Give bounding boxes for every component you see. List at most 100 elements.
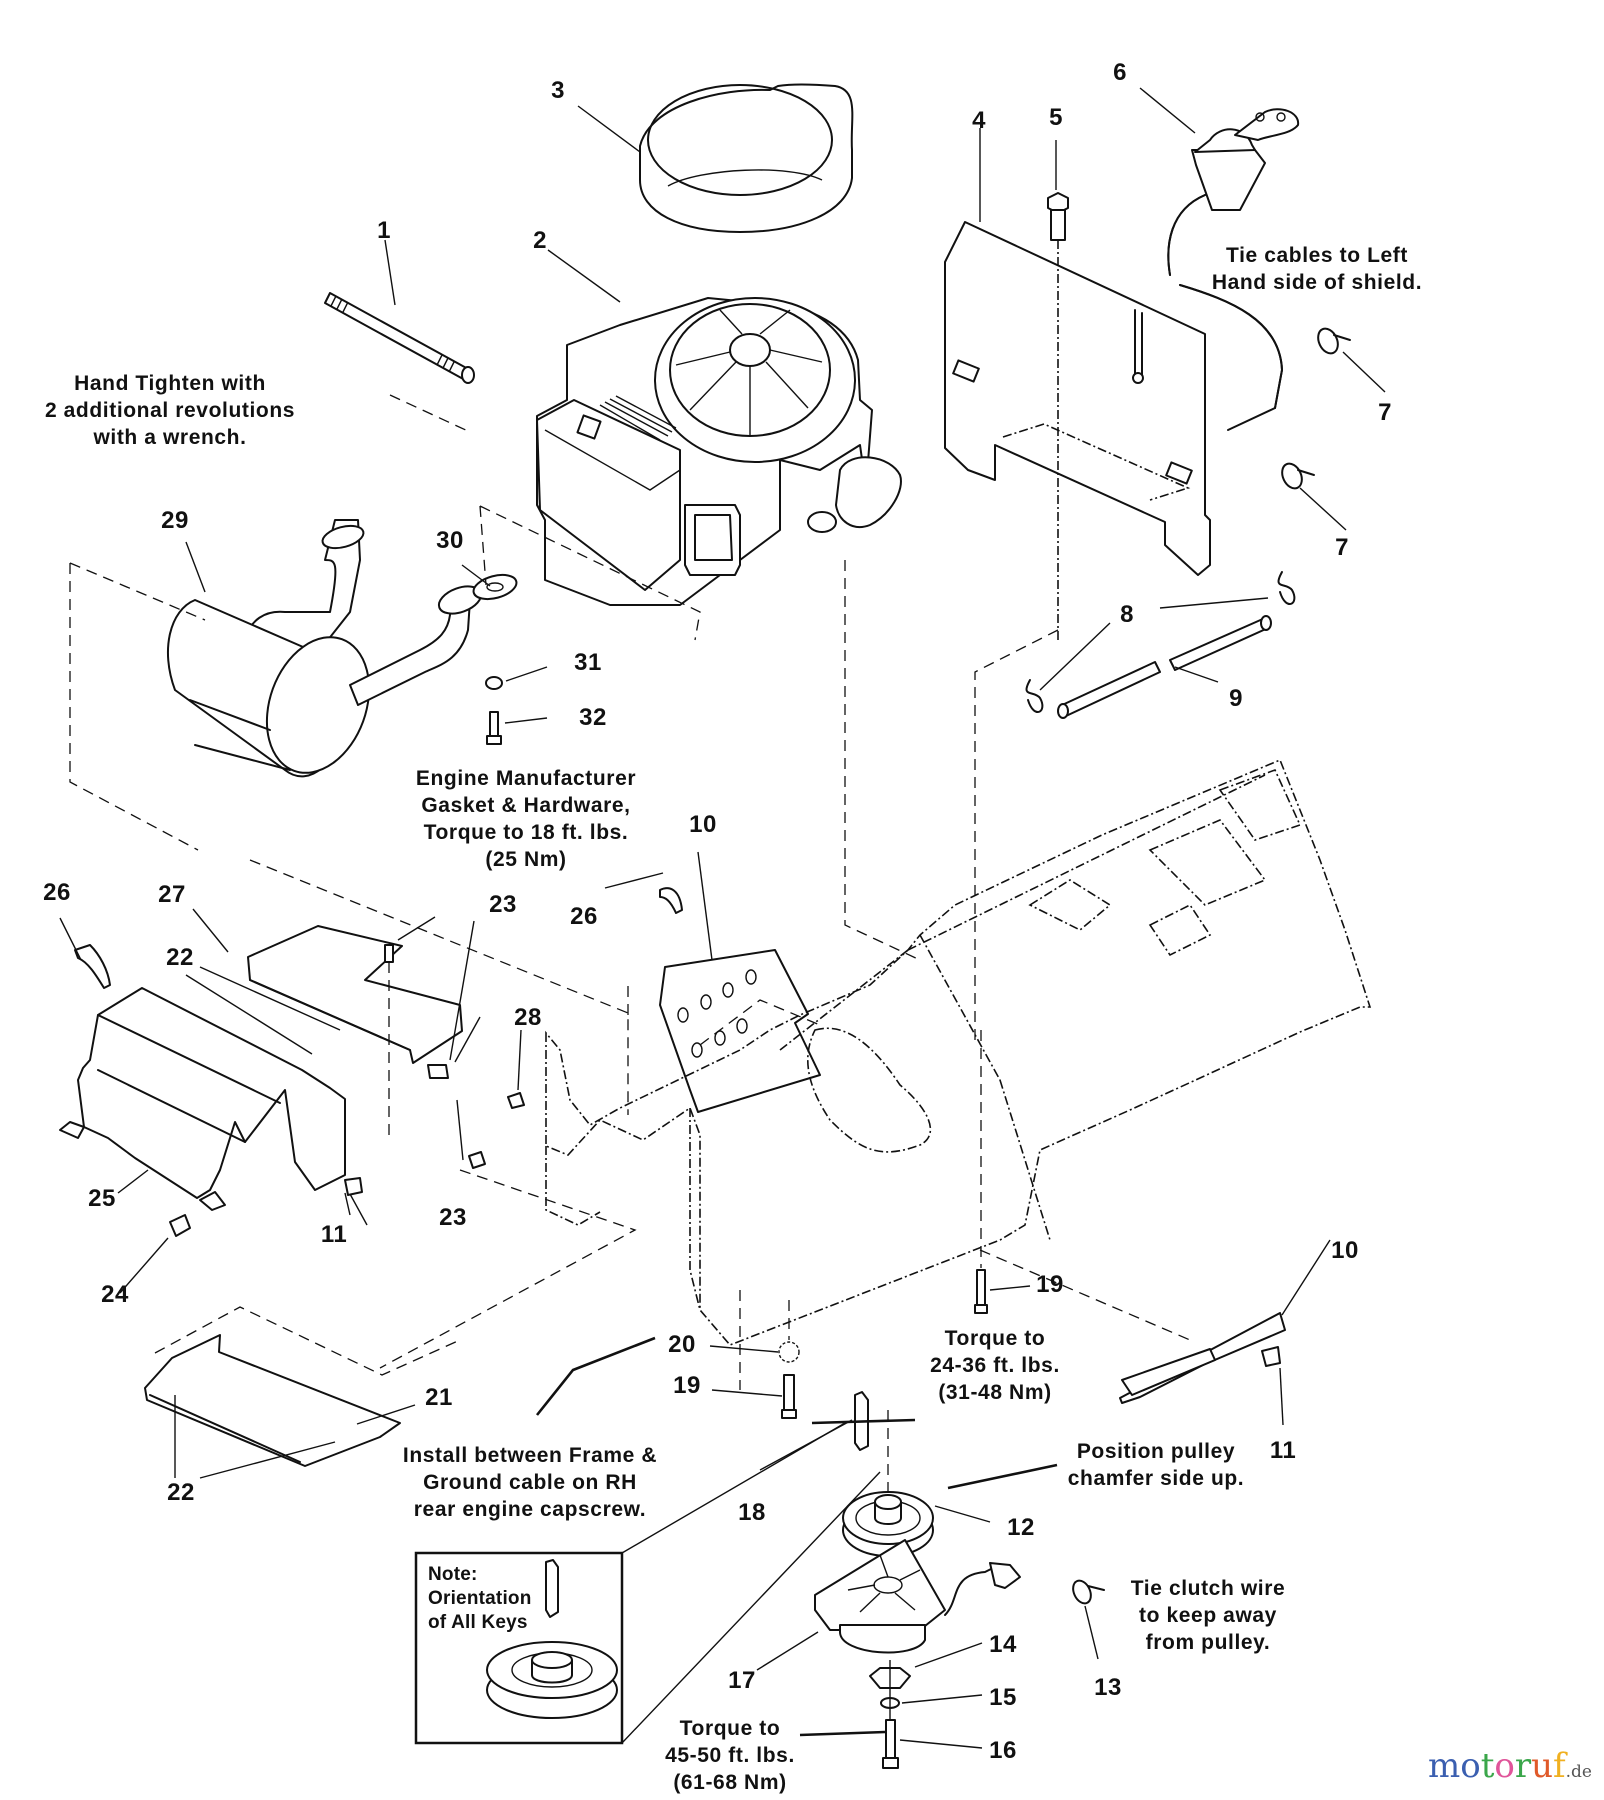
watermark-letter: t	[1480, 1746, 1495, 1786]
leader-lines	[59, 87, 1386, 1749]
note-line: Hand side of shield.	[1212, 271, 1422, 294]
callout-c9: 9	[1229, 685, 1243, 712]
callout-c26b: 26	[570, 903, 598, 930]
note-line: Torque to	[680, 1717, 781, 1740]
callout-c11a: 11	[321, 1221, 347, 1248]
callout-c11b: 11	[1270, 1437, 1296, 1464]
note-line: from pulley.	[1146, 1631, 1271, 1654]
part-29-muffler	[167, 519, 483, 778]
part-1-stud	[324, 292, 475, 384]
watermark-tld: .de	[1565, 1762, 1592, 1782]
callout-c8: 8	[1120, 601, 1134, 628]
assembly-lines	[69, 394, 1191, 1390]
part-12-pulley	[842, 1491, 934, 1557]
note-key-orientation: Note: Orientation of All Keys	[428, 1564, 532, 1633]
note-torque-45: Torque to 45-50 ft. lbs. (61-68 Nm)	[665, 1717, 795, 1794]
callout-c10b: 10	[1331, 1237, 1359, 1264]
watermark-letter: m	[1427, 1746, 1461, 1786]
note-hand-tighten: Hand Tighten with 2 additional revolution…	[45, 372, 295, 449]
callout-c15: 15	[989, 1684, 1017, 1711]
part-14-16-hardware	[869, 1660, 911, 1769]
note-line: 24-36 ft. lbs.	[930, 1354, 1060, 1377]
part-2-engine	[536, 297, 902, 606]
callout-c20: 20	[668, 1331, 696, 1358]
part-10-plate-lower	[1119, 1312, 1286, 1404]
note-line: Note:	[428, 1564, 478, 1585]
part-11-23-bolts-left	[344, 944, 525, 1196]
callout-c25: 25	[88, 1185, 116, 1212]
part-25-shield	[59, 944, 346, 1211]
part-13-tie	[1072, 1579, 1105, 1605]
part-21-pan	[144, 1306, 461, 1467]
part-5-bolt	[1047, 192, 1069, 640]
note-install-between: Install between Frame & Ground cable on R…	[403, 1444, 657, 1521]
callout-c30: 30	[436, 527, 464, 554]
annotation-notes: Hand Tighten with 2 additional revolution…	[45, 244, 1422, 1794]
note-line: to keep away	[1139, 1604, 1277, 1627]
key-orientation-note-box	[414, 1422, 881, 1745]
callout-c26a: 26	[43, 879, 71, 906]
note-line: 2 additional revolutions	[45, 399, 295, 422]
callout-c2: 2	[533, 227, 547, 254]
callout-c23a: 23	[489, 891, 517, 918]
part-17-clutch	[814, 1539, 1021, 1654]
callout-c19a: 19	[1036, 1271, 1064, 1298]
callout-c12: 12	[1007, 1514, 1035, 1541]
part-4-shield	[944, 221, 1211, 576]
callout-c23b: 23	[439, 1204, 467, 1231]
note-line: Engine Manufacturer	[416, 767, 636, 790]
frame	[545, 758, 1372, 1346]
watermark-letter: f	[1553, 1746, 1566, 1786]
note-line: Install between Frame &	[403, 1444, 657, 1467]
part-27-shield	[247, 925, 463, 1064]
note-line: Hand Tighten with	[74, 372, 266, 395]
note-line: Tie cables to Left	[1226, 244, 1408, 267]
note-line: Ground cable on RH	[423, 1471, 637, 1494]
part-20-19-hardware-center	[778, 1030, 988, 1419]
callout-c16: 16	[989, 1737, 1017, 1764]
part-24-nut	[169, 1214, 191, 1237]
part-3-ring	[639, 83, 854, 233]
watermark-letter: o	[1494, 1746, 1515, 1786]
callout-c27: 27	[158, 881, 186, 908]
note-line: Orientation	[428, 1588, 532, 1609]
callout-c31: 31	[574, 649, 602, 676]
note-line: rear engine capscrew.	[414, 1498, 646, 1521]
watermark-letter: r	[1514, 1746, 1532, 1786]
part-10-plate-upper	[659, 887, 821, 1113]
callout-c32: 32	[579, 704, 607, 731]
motoruf-watermark: motoruf.de	[1428, 1746, 1592, 1786]
part-6-switch	[1167, 108, 1300, 431]
callout-c24: 24	[101, 1281, 129, 1308]
callout-c7a: 7	[1378, 399, 1392, 426]
callout-c28: 28	[514, 1004, 542, 1031]
note-line: 45-50 ft. lbs.	[665, 1744, 795, 1767]
part-8-9-clips-tubes	[1025, 571, 1296, 719]
callout-c29: 29	[161, 507, 189, 534]
callout-c21: 21	[425, 1384, 453, 1411]
callout-c22a: 22	[167, 1479, 195, 1506]
note-line: (61-68 Nm)	[673, 1771, 786, 1794]
note-line: of All Keys	[428, 1612, 528, 1633]
note-line: Torque to 18 ft. lbs.	[424, 821, 629, 844]
note-line: Position pulley	[1077, 1440, 1235, 1463]
callout-c1: 1	[377, 217, 391, 244]
part-30-32-hardware	[472, 573, 518, 745]
callout-c17: 17	[728, 1667, 756, 1694]
callout-c6: 6	[1113, 59, 1127, 86]
part-7-ties	[1281, 327, 1351, 490]
callout-c4: 4	[972, 107, 986, 134]
callout-c18: 18	[738, 1499, 766, 1526]
note-line: with a wrench.	[92, 426, 246, 449]
watermark-letter: u	[1531, 1746, 1554, 1786]
callout-c3: 3	[551, 77, 565, 104]
note-line: (25 Nm)	[485, 848, 566, 871]
callout-c10a: 10	[689, 811, 717, 838]
